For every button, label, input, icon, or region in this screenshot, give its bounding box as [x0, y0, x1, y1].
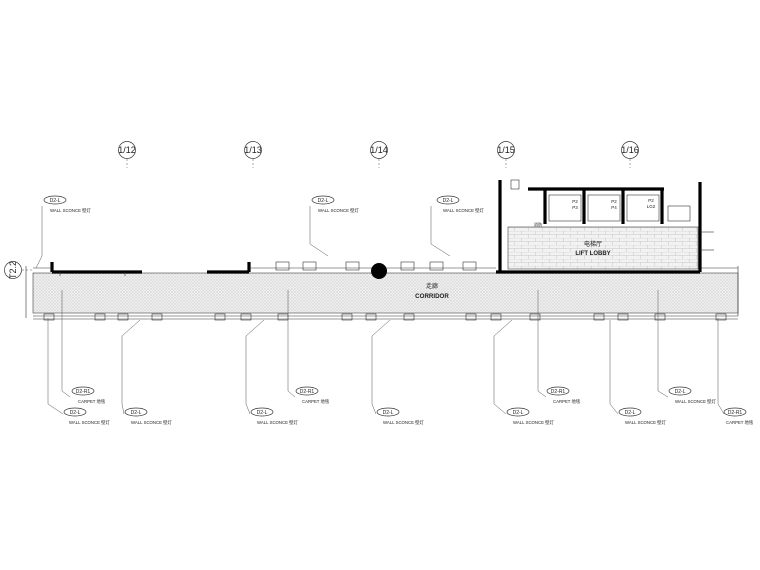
grid-axis-label: 1/14	[370, 145, 388, 155]
tag-desc: WALL SCONCE 壁灯	[625, 419, 666, 426]
grid-bubble	[497, 141, 515, 159]
tag-code: D2-L	[625, 410, 636, 416]
tag-desc: WALL SCONCE 壁灯	[383, 419, 424, 426]
small-room-label: 消防	[534, 221, 542, 228]
top-walls	[25, 262, 739, 318]
material-tag: D2-L WALL SCONCE 壁灯	[121, 319, 172, 426]
corridor: 走廊 CORRIDOR	[32, 272, 739, 314]
tag-desc: WALL SCONCE 壁灯	[443, 207, 484, 214]
top-tags: D2-L WALL SCONCE 壁灯 D2-L WALL SCONCE 壁灯 …	[35, 195, 484, 269]
tag-code: D2-L	[131, 410, 142, 416]
grid-axis-3: 1/14	[370, 141, 388, 168]
grid-axis-5: 1/16	[621, 141, 639, 168]
material-tag: D2-R1 CARPET 地毯	[537, 290, 581, 404]
lobby-label-cn: 电梯厅	[584, 240, 602, 248]
top-fixtures	[59, 261, 477, 276]
elevator-car	[587, 194, 621, 222]
material-tag: D2-R1 CARPET 地毯	[717, 318, 754, 425]
grid-axes: 1/12 1/13 1/14 1/15 1/16 T2.2	[4, 141, 639, 279]
tag-desc: WALL SCONCE 壁灯	[675, 398, 716, 405]
tag-desc: CARPET 地毯	[302, 398, 330, 404]
tag-code: D2-L	[50, 198, 61, 204]
tag-desc: CARPET 地毯	[553, 398, 581, 404]
material-tag: D2-R1 CARPET 地毯	[287, 290, 330, 404]
elevator-car	[548, 194, 582, 222]
tag-code: D2-R1	[551, 389, 566, 395]
tag-code: D2-L	[443, 198, 454, 204]
material-tag: D2-L WALL SCONCE 壁灯	[657, 290, 716, 405]
tag-code: D2-R1	[76, 389, 91, 395]
tag-code: D2-L	[675, 389, 686, 395]
elevator-car	[626, 194, 660, 222]
tag-desc: WALL SCONCE 壁灯	[131, 419, 172, 426]
elevator-code: P2	[611, 199, 617, 204]
grid-bubble	[370, 141, 388, 159]
grid-bubble	[244, 141, 262, 159]
grid-axis-4: 1/15	[497, 141, 515, 168]
material-tag: D2-L WALL SCONCE 壁灯	[430, 195, 484, 257]
row-axis: T2.2	[4, 261, 32, 279]
elevator-code: P2	[572, 199, 578, 204]
lift-lobby: P2 P3 P2 P4 P2 LG2 消防 电梯厅 LIFT LOBBY	[498, 179, 714, 272]
tag-code: D2-R1	[728, 410, 743, 416]
tag-desc: WALL SCONCE 壁灯	[50, 207, 91, 214]
grid-bubble	[118, 141, 136, 159]
grid-axis-label: 1/15	[497, 145, 515, 155]
elevator-label: LG2	[647, 204, 656, 209]
tag-desc: CARPET 地毯	[78, 398, 106, 404]
bottom-tags: D2-R1 CARPET 地毯 D2-L WALL SCONCE 壁灯 D2-L…	[47, 290, 754, 426]
tag-code: D2-L	[70, 410, 81, 416]
tag-code: D2-R1	[300, 389, 315, 395]
tag-code: D2-L	[257, 410, 268, 416]
tag-code: D2-L	[318, 198, 329, 204]
row-axis-label: T2.2	[8, 261, 18, 279]
elevator-label: P4	[611, 205, 617, 210]
material-tag: D2-L WALL SCONCE 壁灯	[35, 195, 91, 269]
grid-axis-label: 1/16	[621, 145, 639, 155]
corridor-carpet	[32, 272, 739, 314]
grid-axis-1: 1/12	[118, 141, 136, 168]
tag-code: D2-L	[513, 410, 524, 416]
elevator-label: P3	[572, 205, 578, 210]
grid-axis-2: 1/13	[244, 141, 262, 168]
material-tag: D2-L WALL SCONCE 壁灯	[245, 319, 298, 426]
material-tag: D2-R1 CARPET 地毯	[61, 290, 106, 404]
material-tag: D2-L WALL SCONCE 壁灯	[309, 195, 359, 257]
structural-column	[371, 263, 387, 279]
tag-code: D2-L	[383, 410, 394, 416]
grid-bubble	[621, 141, 639, 159]
material-tag: D2-L WALL SCONCE 壁灯	[609, 320, 666, 426]
tag-desc: WALL SCONCE 壁灯	[69, 419, 110, 426]
corridor-label-cn: 走廊	[426, 282, 438, 290]
tag-desc: CARPET 地毯	[726, 419, 754, 425]
material-tag: D2-L WALL SCONCE 壁灯	[371, 319, 424, 426]
corridor-label-en: CORRIDOR	[415, 293, 449, 300]
lobby-label-en: LIFT LOBBY	[575, 251, 610, 257]
tag-desc: WALL SCONCE 壁灯	[257, 419, 298, 426]
bottom-rooms	[33, 313, 738, 321]
material-tag: D2-L WALL SCONCE 壁灯	[493, 319, 554, 426]
grid-bubble	[4, 261, 22, 279]
tag-desc: WALL SCONCE 壁灯	[513, 419, 554, 426]
material-tag: D2-L WALL SCONCE 壁灯	[47, 318, 110, 426]
tag-desc: WALL SCONCE 壁灯	[318, 207, 359, 214]
elevator-code: P2	[648, 198, 654, 203]
grid-axis-label: 1/12	[118, 145, 136, 155]
grid-axis-label: 1/13	[244, 145, 262, 155]
lobby-floor	[507, 226, 699, 270]
